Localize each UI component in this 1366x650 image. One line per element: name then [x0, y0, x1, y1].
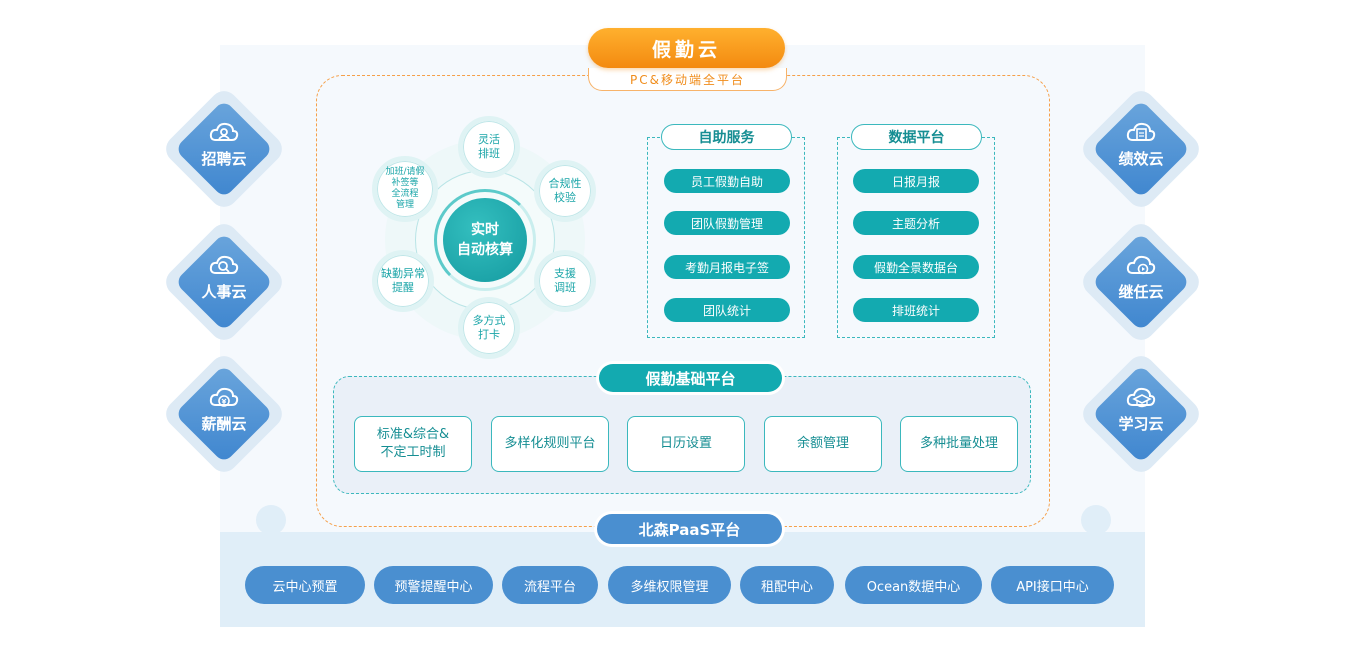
base-platform-title: 假勤基础平台 [599, 364, 782, 392]
node-text: 提醒 [392, 281, 414, 294]
play-cloud-icon [1126, 255, 1156, 275]
node-text: 补签等 [391, 178, 419, 188]
paas-item-cloud-center[interactable]: 云中心预置 [245, 566, 365, 604]
performance-cloud-tile[interactable]: 绩效云 [1077, 85, 1205, 213]
center-line-2: 自动核算 [457, 242, 513, 258]
cycle-progress-ring [434, 189, 536, 291]
yen-cloud-icon [209, 387, 239, 407]
succession-cloud-label: 继任云 [1118, 283, 1164, 301]
cycle-node-multi-clock-in[interactable]: 多方式打卡 [458, 297, 520, 359]
payroll-cloud-tile[interactable]: 薪酬云 [160, 350, 288, 478]
learning-cloud-tile[interactable]: 学习云 [1077, 350, 1205, 478]
data-platform-item[interactable]: 日报月报 [853, 169, 979, 193]
data-platform-item[interactable]: 假勤全景数据台 [853, 255, 979, 279]
paas-item-permissions[interactable]: 多维权限管理 [608, 566, 731, 604]
recruiting-cloud-tile[interactable]: 招聘云 [160, 85, 288, 213]
node-text: 打卡 [478, 328, 500, 341]
hr-cloud-label: 人事云 [201, 283, 247, 301]
node-text: 管理 [395, 200, 414, 210]
base-card-text: 不定工时制 [380, 445, 446, 460]
learning-cloud-label: 学习云 [1118, 415, 1164, 433]
self-service-item[interactable]: 团队假勤管理 [664, 211, 790, 235]
base-card-text: 标准&综合& [376, 427, 450, 442]
self-service-item[interactable]: 团队统计 [664, 298, 790, 322]
base-card-text: 余额管理 [796, 436, 849, 451]
base-card-batch[interactable]: 多种批量处理 [900, 416, 1018, 472]
node-text: 合规性 [548, 177, 582, 190]
hr-cloud-tile[interactable]: 人事云 [160, 218, 288, 346]
cycle-node-absence-alert[interactable]: 缺勤异常提醒 [372, 250, 434, 312]
data-platform-item[interactable]: 排班统计 [853, 298, 979, 322]
cycle-node-support-shift[interactable]: 支援调班 [534, 250, 596, 312]
base-card-text: 多样化规则平台 [504, 436, 596, 451]
platform-subtitle: PC&移动端全平台 [588, 68, 787, 91]
self-service-item[interactable]: 员工假勤自助 [664, 169, 790, 193]
data-platform-item[interactable]: 主题分析 [853, 211, 979, 235]
attendance-cloud-title: 假勤云 [588, 28, 785, 68]
cycle-node-flexible-scheduling[interactable]: 灵活排班 [458, 116, 520, 178]
user-cloud-icon [209, 122, 239, 141]
succession-cloud-tile[interactable]: 继任云 [1077, 218, 1205, 346]
base-card-text: 日历设置 [659, 436, 712, 451]
search-user-cloud-icon [209, 255, 239, 274]
right-connector-bump [1081, 505, 1111, 535]
self-service-title: 自助服务 [661, 124, 792, 150]
paas-platform-title: 北森PaaS平台 [597, 514, 782, 544]
node-text: 灵活 [478, 133, 500, 146]
paas-item-api[interactable]: API接口中心 [991, 566, 1114, 604]
node-text: 加班/请假 [385, 167, 425, 177]
node-text: 缺勤异常 [381, 267, 425, 280]
base-card-rules-platform[interactable]: 多样化规则平台 [491, 416, 609, 472]
node-text: 全流程 [391, 189, 419, 199]
data-platform-title: 数据平台 [851, 124, 982, 150]
recruiting-cloud-label: 招聘云 [201, 150, 247, 168]
paas-item-alert-center[interactable]: 预警提醒中心 [374, 566, 493, 604]
node-text: 排班 [478, 147, 500, 160]
base-card-calendar[interactable]: 日历设置 [627, 416, 745, 472]
base-card-work-hours[interactable]: 标准&综合&不定工时制 [354, 416, 472, 472]
paas-item-workflow[interactable]: 流程平台 [502, 566, 598, 604]
paas-item-tenant-config[interactable]: 租配中心 [740, 566, 834, 604]
base-card-balance[interactable]: 余额管理 [764, 416, 882, 472]
left-connector-bump [256, 505, 286, 535]
paas-item-ocean-data[interactable]: Ocean数据中心 [845, 566, 982, 604]
graduation-cloud-icon [1126, 387, 1156, 408]
node-text: 调班 [554, 281, 576, 294]
cycle-node-compliance-check[interactable]: 合规性校验 [534, 160, 596, 222]
payroll-cloud-label: 薪酬云 [201, 415, 247, 433]
performance-cloud-label: 绩效云 [1118, 150, 1164, 168]
node-text: 支援 [554, 267, 576, 280]
cycle-node-full-process[interactable]: 加班/请假补签等全流程管理 [372, 156, 438, 222]
realtime-calculation-center: 实时自动核算 [443, 198, 527, 282]
self-service-item[interactable]: 考勤月报电子签 [664, 255, 790, 279]
document-cloud-icon [1126, 122, 1156, 141]
base-card-text: 多种批量处理 [919, 436, 998, 451]
center-line-1: 实时 [471, 222, 499, 238]
node-text: 校验 [554, 191, 576, 204]
node-text: 多方式 [472, 314, 506, 327]
